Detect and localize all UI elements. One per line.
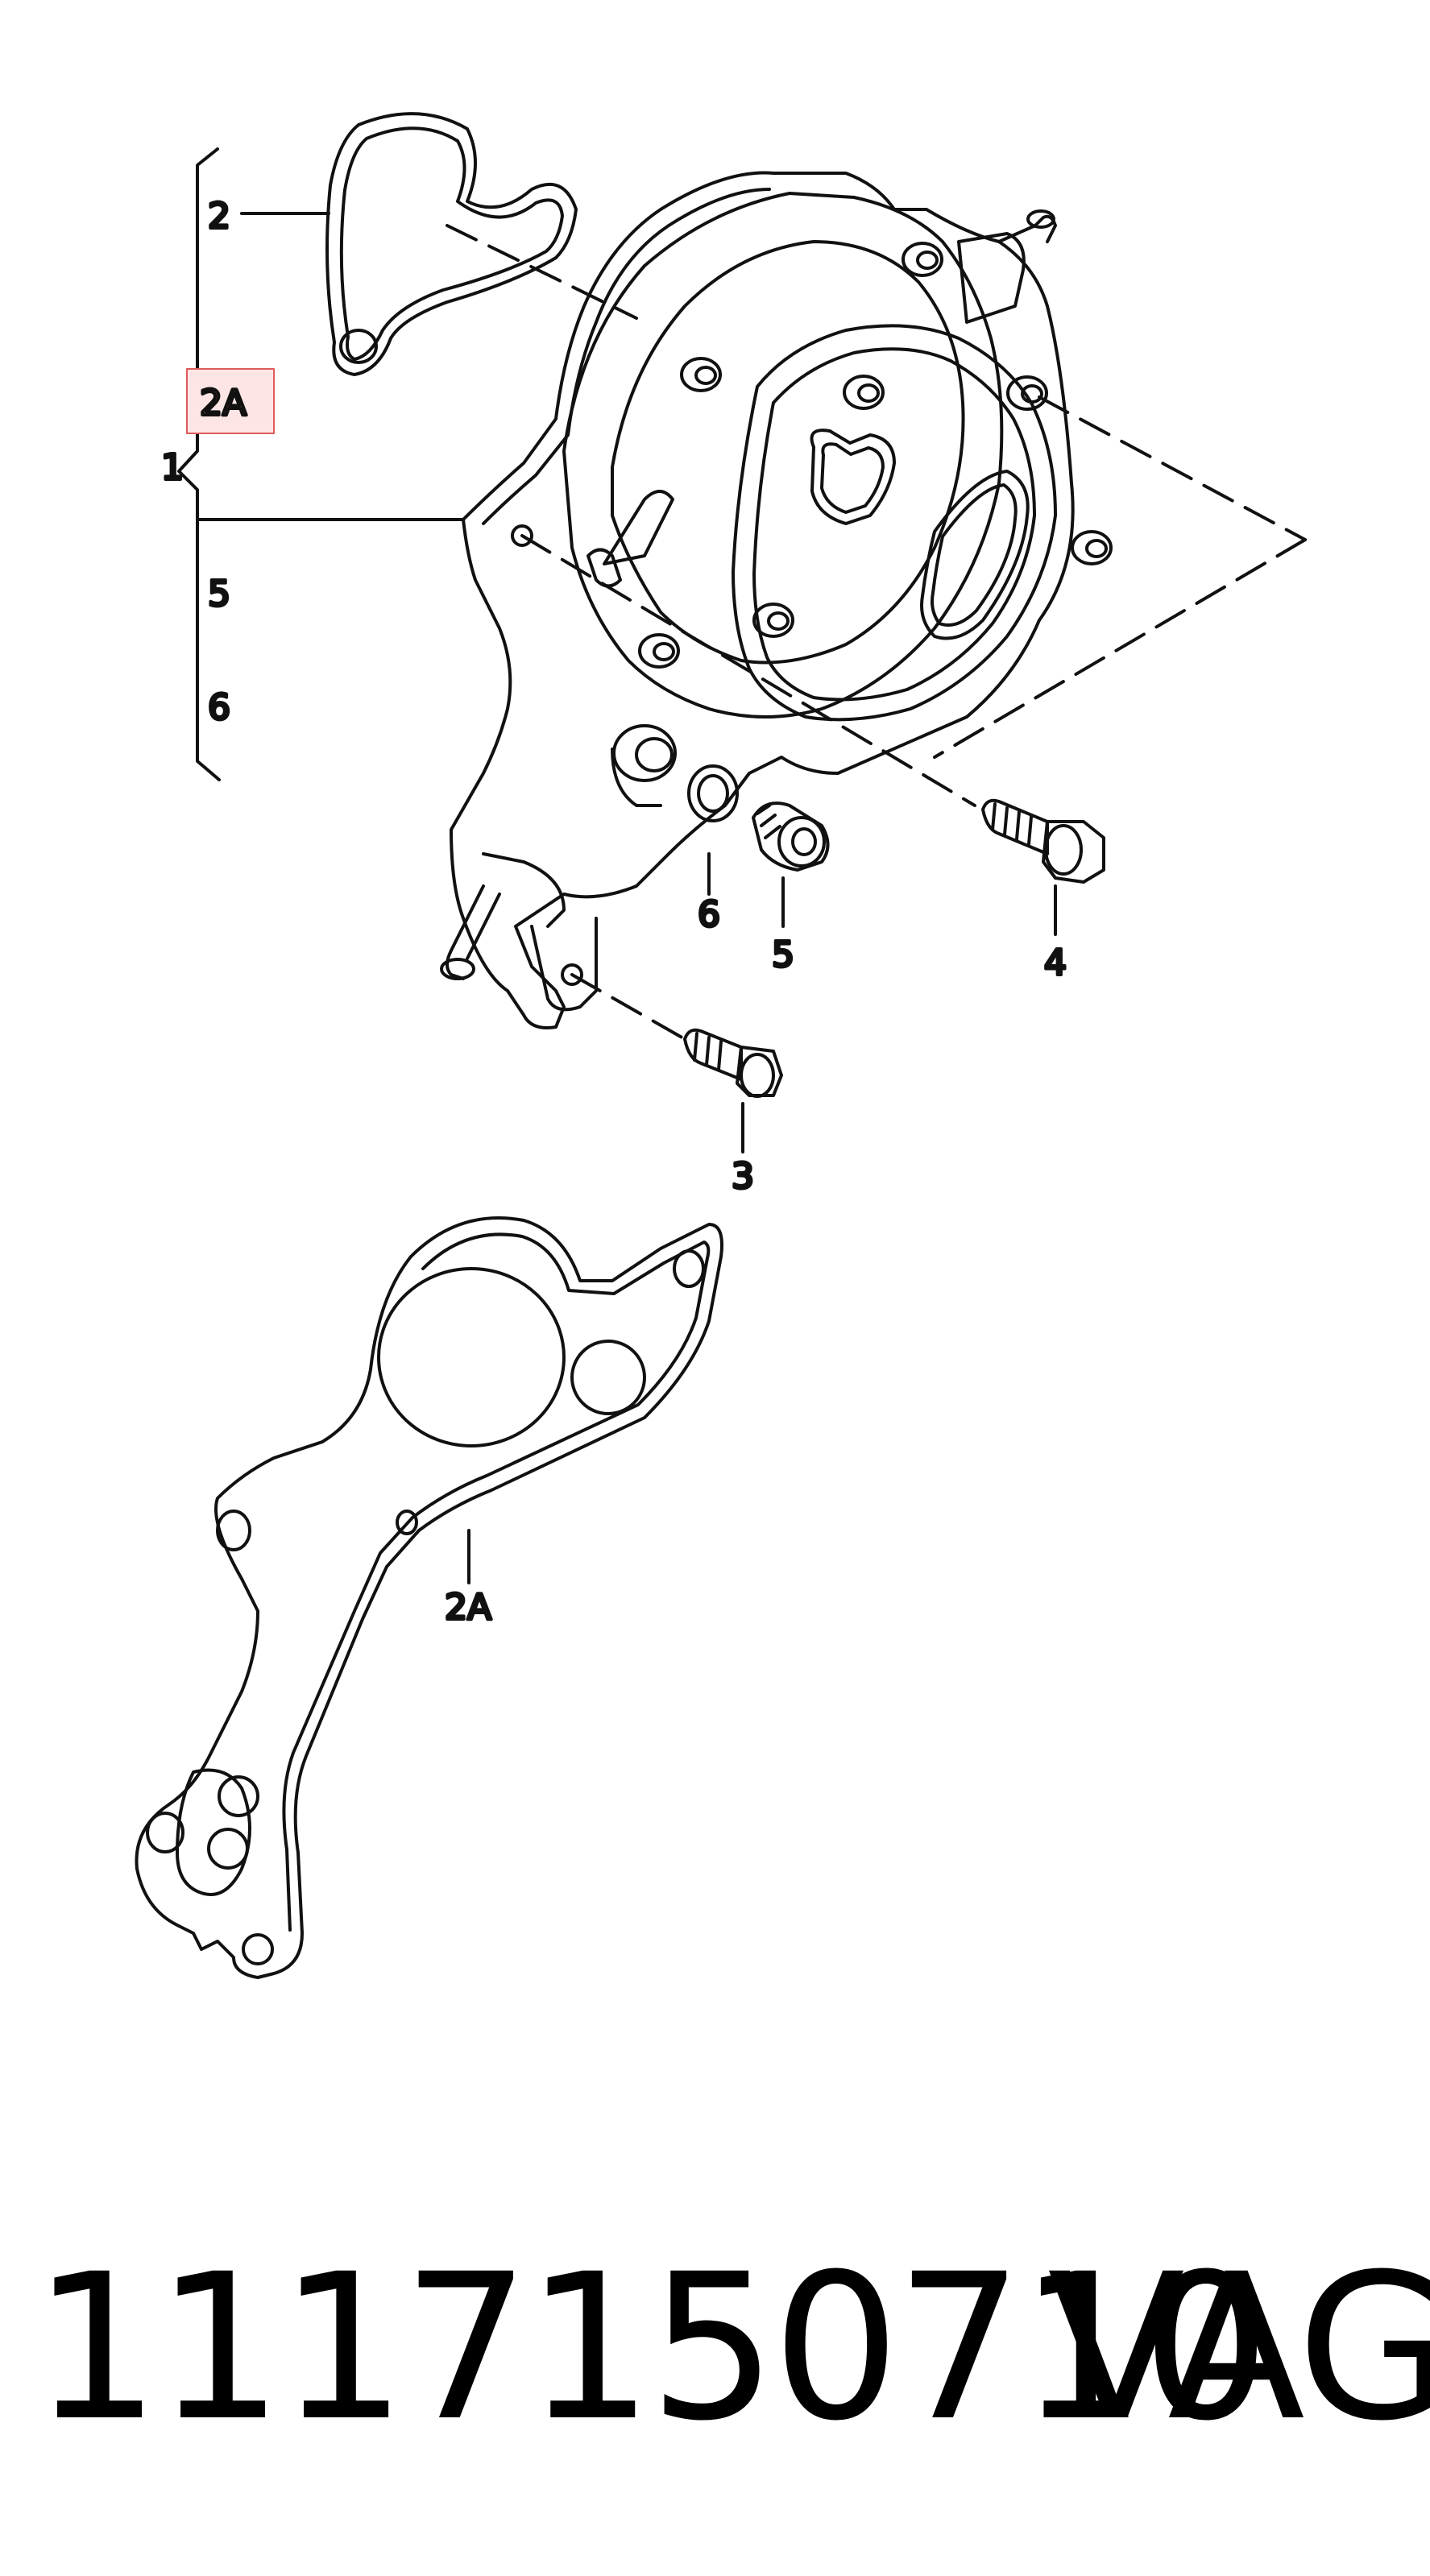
highlight-box-2a bbox=[186, 368, 275, 434]
gasket-small-bore bbox=[570, 1340, 646, 1415]
bolt-boss bbox=[902, 242, 943, 277]
o-ring-gasket bbox=[325, 112, 578, 376]
label-plug: 5 bbox=[772, 934, 794, 975]
seal-ring bbox=[687, 764, 739, 822]
label-bolt-right: 4 bbox=[1044, 942, 1067, 984]
bolt-boss bbox=[638, 633, 680, 669]
footer: 1117150710 VAG bbox=[0, 2207, 1430, 2465]
brand-name: VAG bbox=[1047, 2230, 1430, 2465]
bolt-boss bbox=[752, 603, 794, 638]
gasket bbox=[135, 1216, 723, 1979]
label-seal-bracket: 6 bbox=[208, 687, 230, 728]
gasket-main-bore bbox=[377, 1267, 566, 1447]
vacuum-pump bbox=[440, 171, 1113, 1029]
bolt-boss bbox=[680, 357, 722, 392]
label-assembly: 1 bbox=[161, 447, 184, 488]
bolt-lower bbox=[683, 1028, 783, 1098]
assembly-dash-lines bbox=[446, 224, 1307, 1041]
label-o-ring: 2 bbox=[208, 196, 230, 237]
bolt-right bbox=[981, 798, 1105, 884]
label-gasket-bracket: 2A bbox=[200, 383, 247, 424]
assembly-bracket bbox=[177, 147, 465, 781]
part-number: 1117150710 bbox=[32, 2230, 1270, 2465]
bolt-boss bbox=[843, 375, 885, 410]
screw-plug bbox=[752, 801, 830, 872]
bolt-boss bbox=[1006, 375, 1048, 411]
label-plug-bracket: 5 bbox=[208, 574, 230, 615]
bolt-boss bbox=[1071, 530, 1113, 565]
label-seal-ring: 6 bbox=[698, 894, 720, 935]
label-gasket: 2A bbox=[445, 1587, 491, 1628]
label-bolt-lower: 3 bbox=[732, 1156, 754, 1197]
